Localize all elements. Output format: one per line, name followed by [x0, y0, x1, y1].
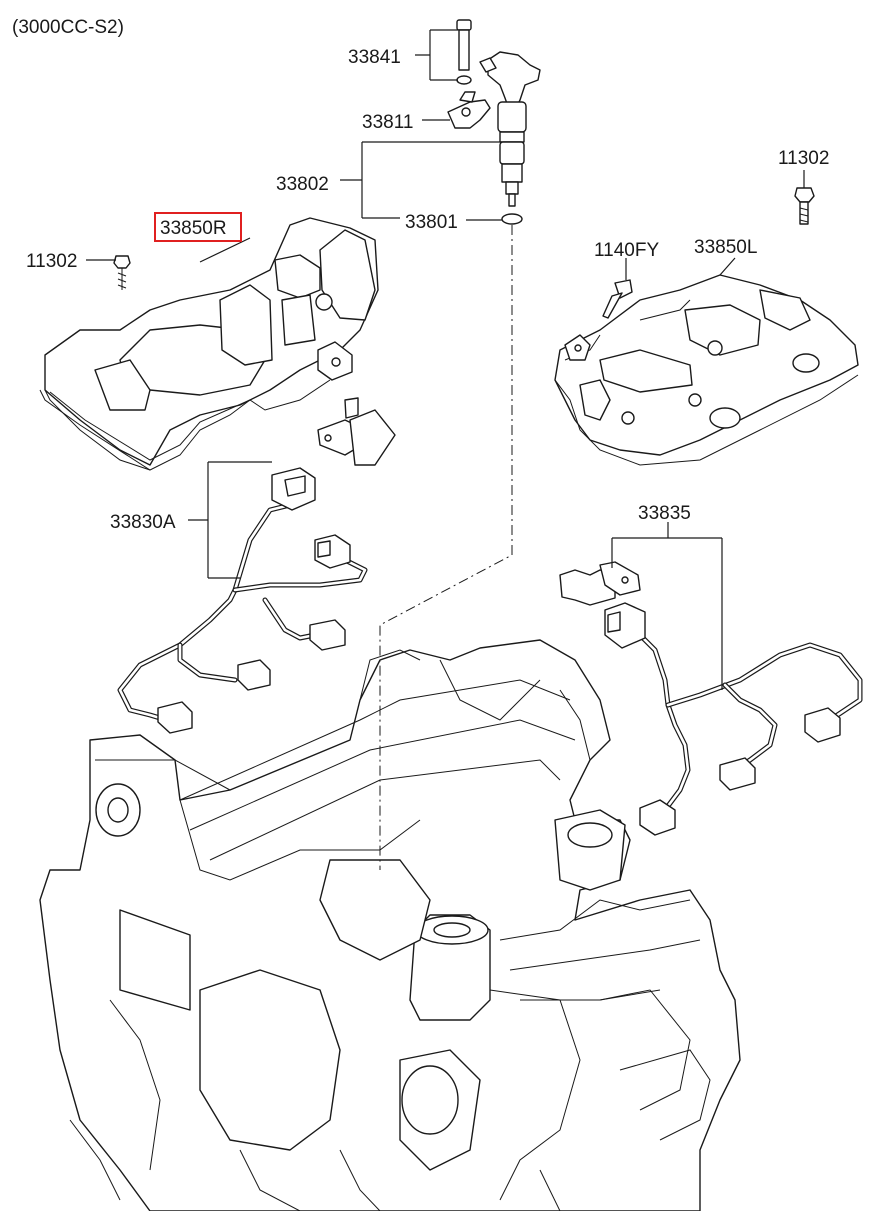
part-labels: 33841 33811 33802 33801 33850R 11302 113… — [26, 47, 829, 533]
leader-lines — [86, 29, 805, 690]
bolt-11302-left — [113, 255, 131, 290]
engine-cover-rh — [39, 217, 379, 471]
injector — [479, 51, 541, 225]
label-33801[interactable]: 33801 — [405, 212, 458, 233]
clamp-33811 — [447, 91, 491, 129]
label-33802[interactable]: 33802 — [276, 174, 329, 195]
label-11302-right[interactable]: 11302 — [778, 148, 829, 169]
bolt-11302-right — [794, 187, 815, 225]
label-33850R[interactable]: 33850R — [160, 218, 227, 239]
label-11302-left[interactable]: 11302 — [26, 251, 77, 272]
variant-label: (3000CC-S2) — [12, 17, 124, 38]
label-33835[interactable]: 33835 — [638, 503, 691, 524]
label-33830A[interactable]: 33830A — [110, 512, 176, 533]
wiring-harness-33835 — [559, 561, 863, 836]
bolt-1140FY — [602, 279, 633, 319]
bolt-33841 — [456, 19, 472, 85]
label-33841[interactable]: 33841 — [348, 47, 401, 68]
engine-block — [39, 639, 741, 1211]
label-33811[interactable]: 33811 — [362, 112, 413, 133]
highlight-box — [154, 212, 242, 242]
label-1140FY[interactable]: 1140FY — [594, 240, 659, 261]
injector-centerline — [379, 225, 513, 870]
wiring-harness-33830A — [117, 397, 396, 734]
engine-cover-lh — [554, 274, 859, 466]
label-33850L[interactable]: 33850L — [694, 237, 757, 258]
